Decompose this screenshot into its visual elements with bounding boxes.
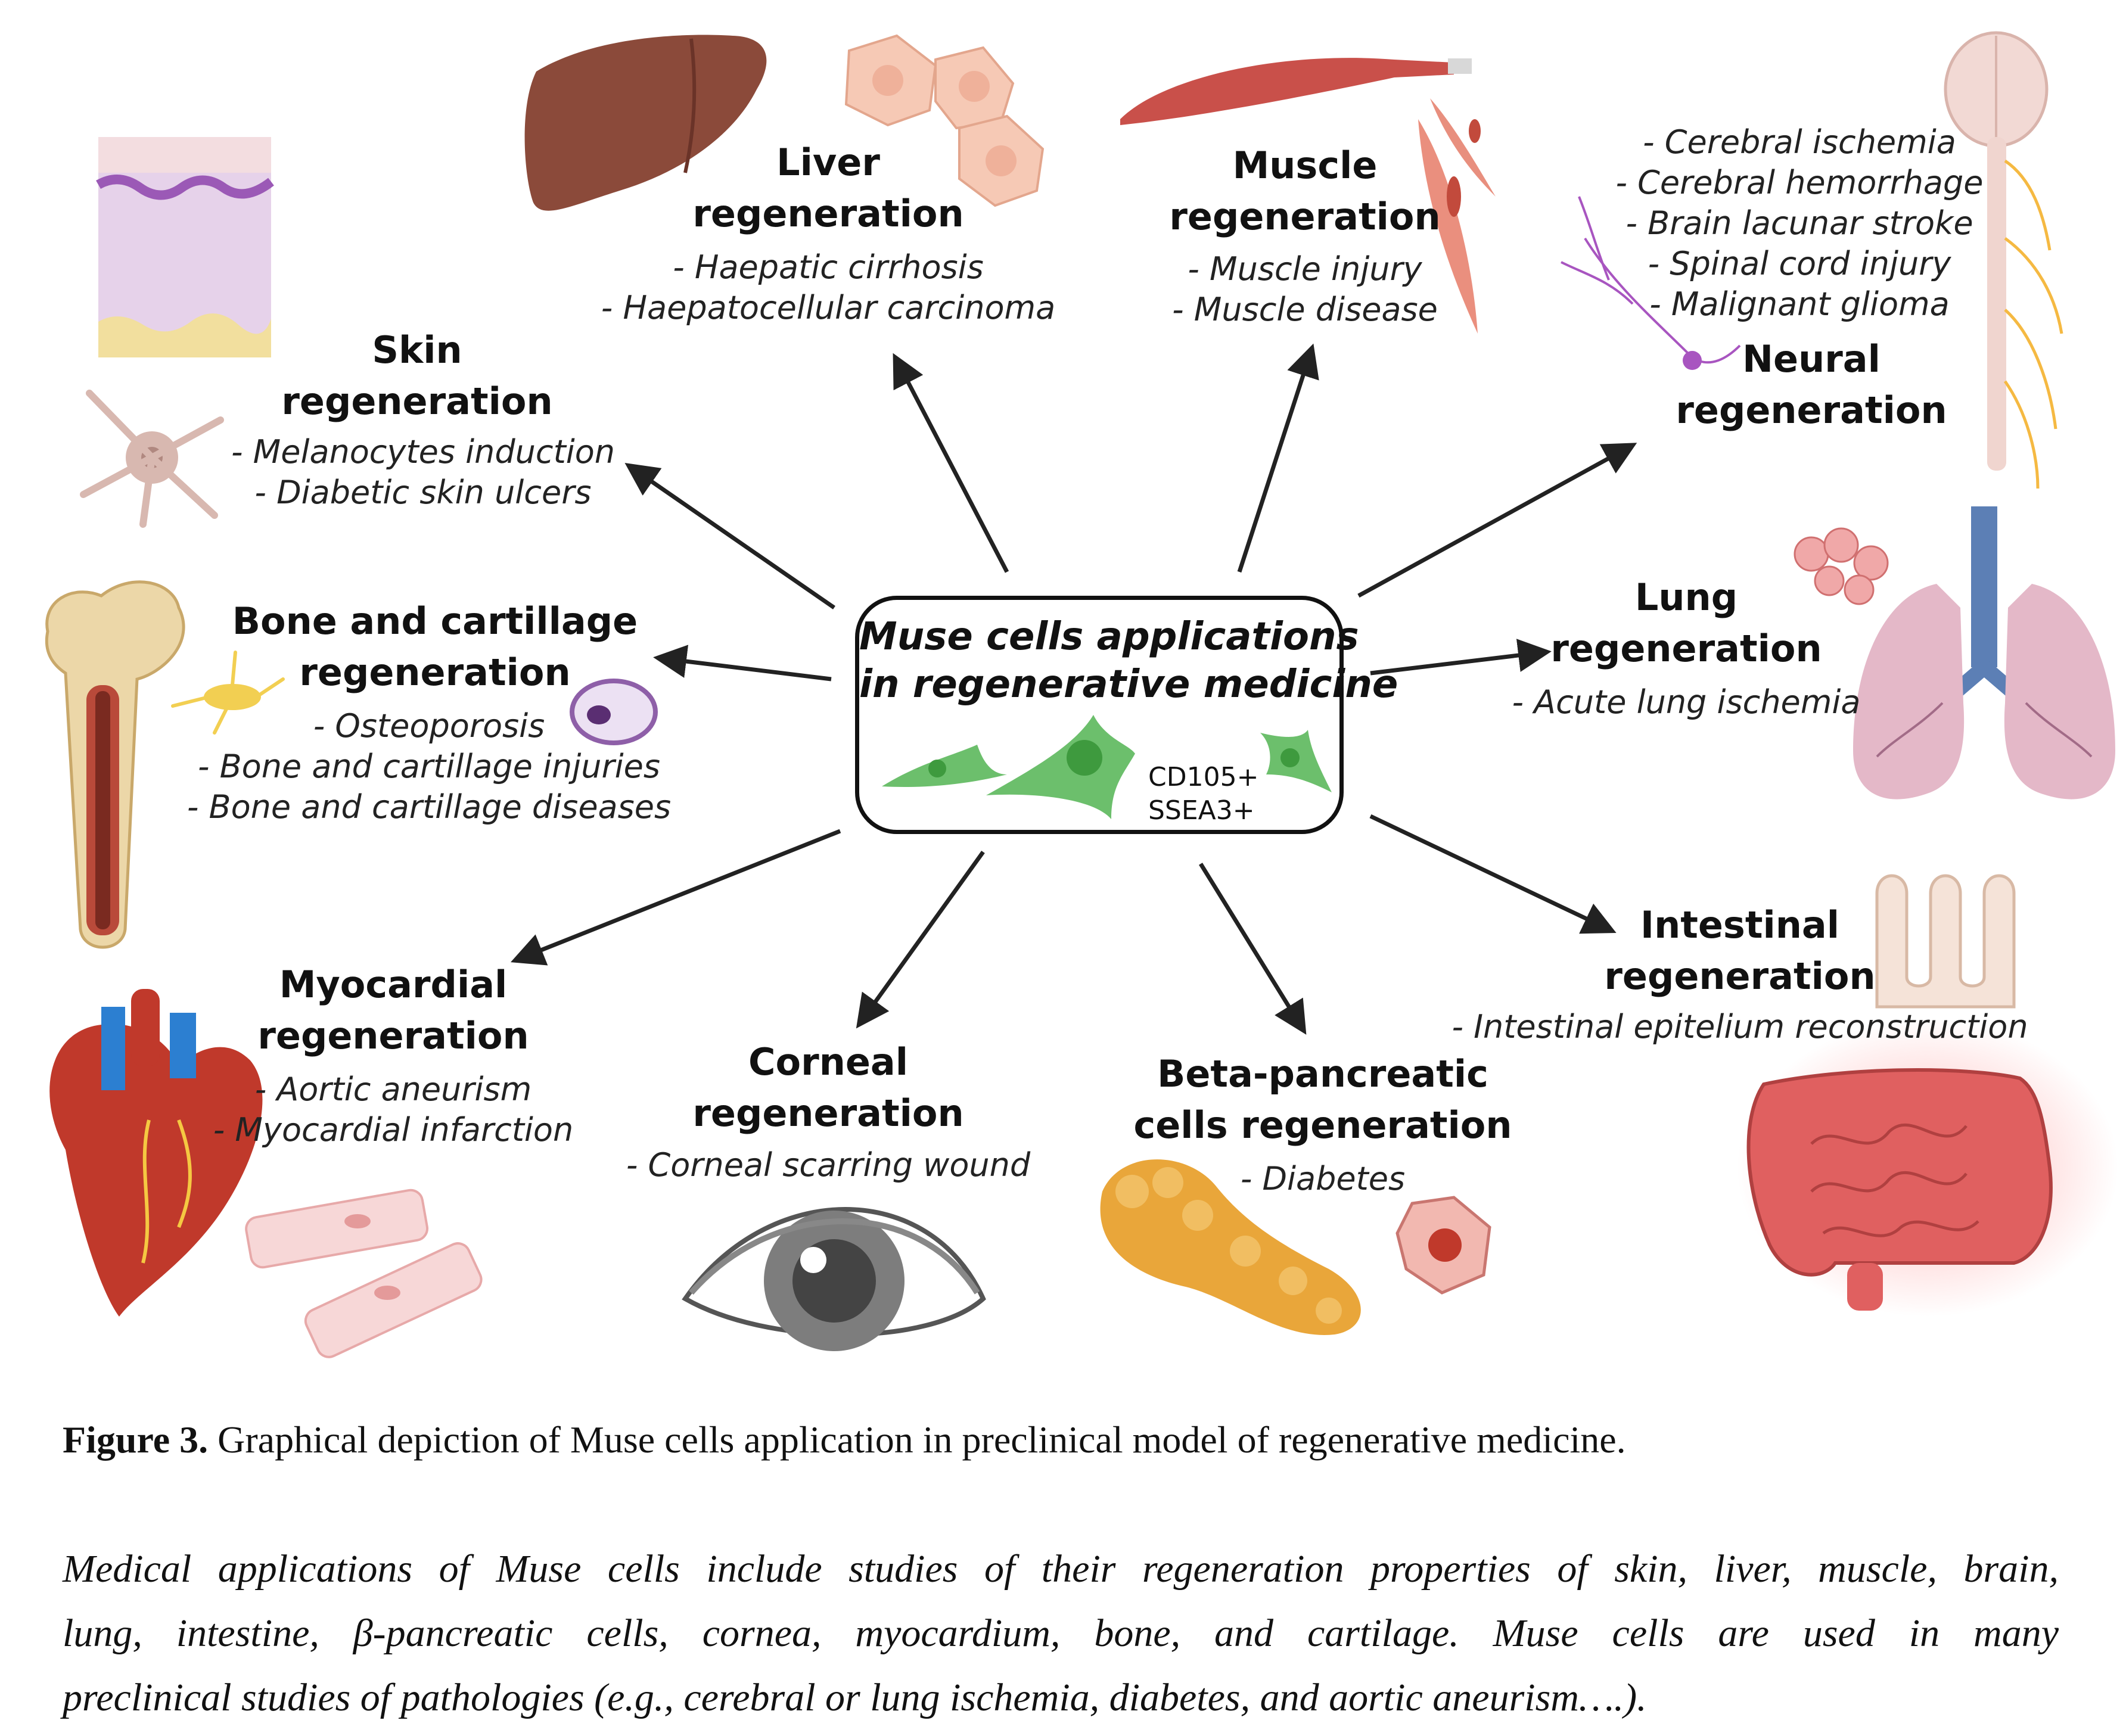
pancreas-illustration bbox=[1100, 1159, 1491, 1335]
arrow-muscle bbox=[1237, 343, 1319, 573]
liver-items: - Haepatic cirrhosis - Haepatocellular c… bbox=[572, 247, 1084, 328]
figure-panel: Muse cells applications in regenerative … bbox=[45, 31, 2118, 1358]
intestinal-illustration bbox=[1737, 874, 2118, 1317]
caption-label: Figure 3. bbox=[63, 1418, 209, 1461]
arrow-neural bbox=[1357, 443, 1637, 598]
list-item: - Intestinal epitelium reconstruction bbox=[1451, 1008, 2028, 1046]
liver-illustration bbox=[524, 34, 1045, 211]
marker-ssea3: SSEA3+ bbox=[1148, 795, 1255, 826]
list-item: - Brain lacunar stroke bbox=[1625, 204, 1973, 242]
list-item: - Malignant glioma bbox=[1649, 285, 1950, 323]
arrow-lung bbox=[1370, 639, 1552, 676]
arrow-myocardial bbox=[510, 829, 841, 966]
neural-illustration bbox=[1561, 31, 2063, 489]
intestinal-items: - Intestinal epitelium reconstruction bbox=[1442, 1007, 2038, 1047]
list-item: - Muscle injury bbox=[1188, 250, 1422, 288]
list-item: - Aortic aneurism bbox=[254, 1071, 532, 1108]
arrow-corneal bbox=[856, 850, 985, 1029]
lung-illustration bbox=[1794, 506, 2115, 799]
list-item: - Diabetic skin ulcers bbox=[254, 474, 592, 511]
arrow-beta bbox=[1199, 863, 1307, 1035]
list-item: - Bone and cartillage injuries bbox=[197, 748, 661, 785]
muscle-illustration bbox=[1120, 58, 1496, 334]
list-item: - Corneal scarring wound bbox=[626, 1146, 1031, 1184]
center-title: Muse cells applications in regenerative … bbox=[859, 615, 1398, 707]
list-item: - Cerebral hemorrhage bbox=[1615, 164, 1984, 201]
lung-items: - Acute lung ischemia bbox=[1502, 682, 1871, 723]
list-item: - Haepatocellular carcinoma bbox=[601, 289, 1056, 326]
legend-line-1: Medical applications of Muse cells inclu… bbox=[63, 1547, 2059, 1591]
arrow-intestinal bbox=[1369, 814, 1617, 934]
arrow-bone bbox=[653, 645, 832, 682]
skin-items: - Melanocytes induction - Diabetic skin … bbox=[215, 432, 632, 513]
list-item: - Myocardial infarction bbox=[213, 1111, 574, 1149]
legend-line-3: preclinical studies of pathologies (e.g.… bbox=[63, 1676, 1647, 1719]
bone-illustration bbox=[45, 580, 658, 949]
neural-items: - Cerebral ischemia - Cerebral hemorrhag… bbox=[1579, 122, 2020, 325]
figure-legend: Medical applications of Muse cells inclu… bbox=[63, 1537, 2059, 1730]
list-item: - Acute lung ischemia bbox=[1512, 683, 1861, 721]
arrow-skin bbox=[624, 463, 835, 609]
center-box: Muse cells applications in regenerative … bbox=[855, 596, 1398, 834]
marker-cd105: CD105+ bbox=[1148, 762, 1259, 792]
list-item: - Spinal cord injury bbox=[1648, 245, 1951, 282]
beta-items: - Diabetes bbox=[1221, 1159, 1424, 1199]
muse-cells-icon bbox=[882, 715, 1332, 819]
figure-caption: Figure 3. Graphical depiction of Muse ce… bbox=[63, 1418, 2059, 1462]
heart-illustration bbox=[49, 989, 483, 1358]
caption-text: Graphical depiction of Muse cells applic… bbox=[208, 1418, 1626, 1461]
list-item: - Haepatic cirrhosis bbox=[673, 248, 984, 286]
list-item: - Melanocytes induction bbox=[231, 433, 616, 471]
corneal-items: - Corneal scarring wound bbox=[620, 1145, 1037, 1186]
surface-markers: CD105+ SSEA3+ bbox=[1148, 761, 1258, 827]
list-item: - Diabetes bbox=[1240, 1160, 1406, 1197]
list-item: - Cerebral ischemia bbox=[1643, 123, 1956, 161]
list-item: - Bone and cartillage diseases bbox=[187, 788, 672, 826]
arrow-liver bbox=[893, 353, 1009, 573]
bone-items: - Osteoporosis - Bone and cartillage inj… bbox=[167, 706, 691, 827]
skin-illustration bbox=[80, 137, 274, 528]
list-item: - Osteoporosis bbox=[313, 707, 545, 745]
list-item: - Muscle disease bbox=[1172, 291, 1438, 328]
eye-illustration bbox=[682, 1207, 986, 1351]
myocardial-items: - Aortic aneurism - Myocardial infarctio… bbox=[203, 1069, 584, 1150]
muscle-items: - Muscle injury - Muscle disease bbox=[1144, 249, 1466, 330]
legend-line-2: lung, intestine, β-pancreatic cells, cor… bbox=[63, 1611, 2059, 1655]
illustrations bbox=[45, 31, 2118, 1358]
